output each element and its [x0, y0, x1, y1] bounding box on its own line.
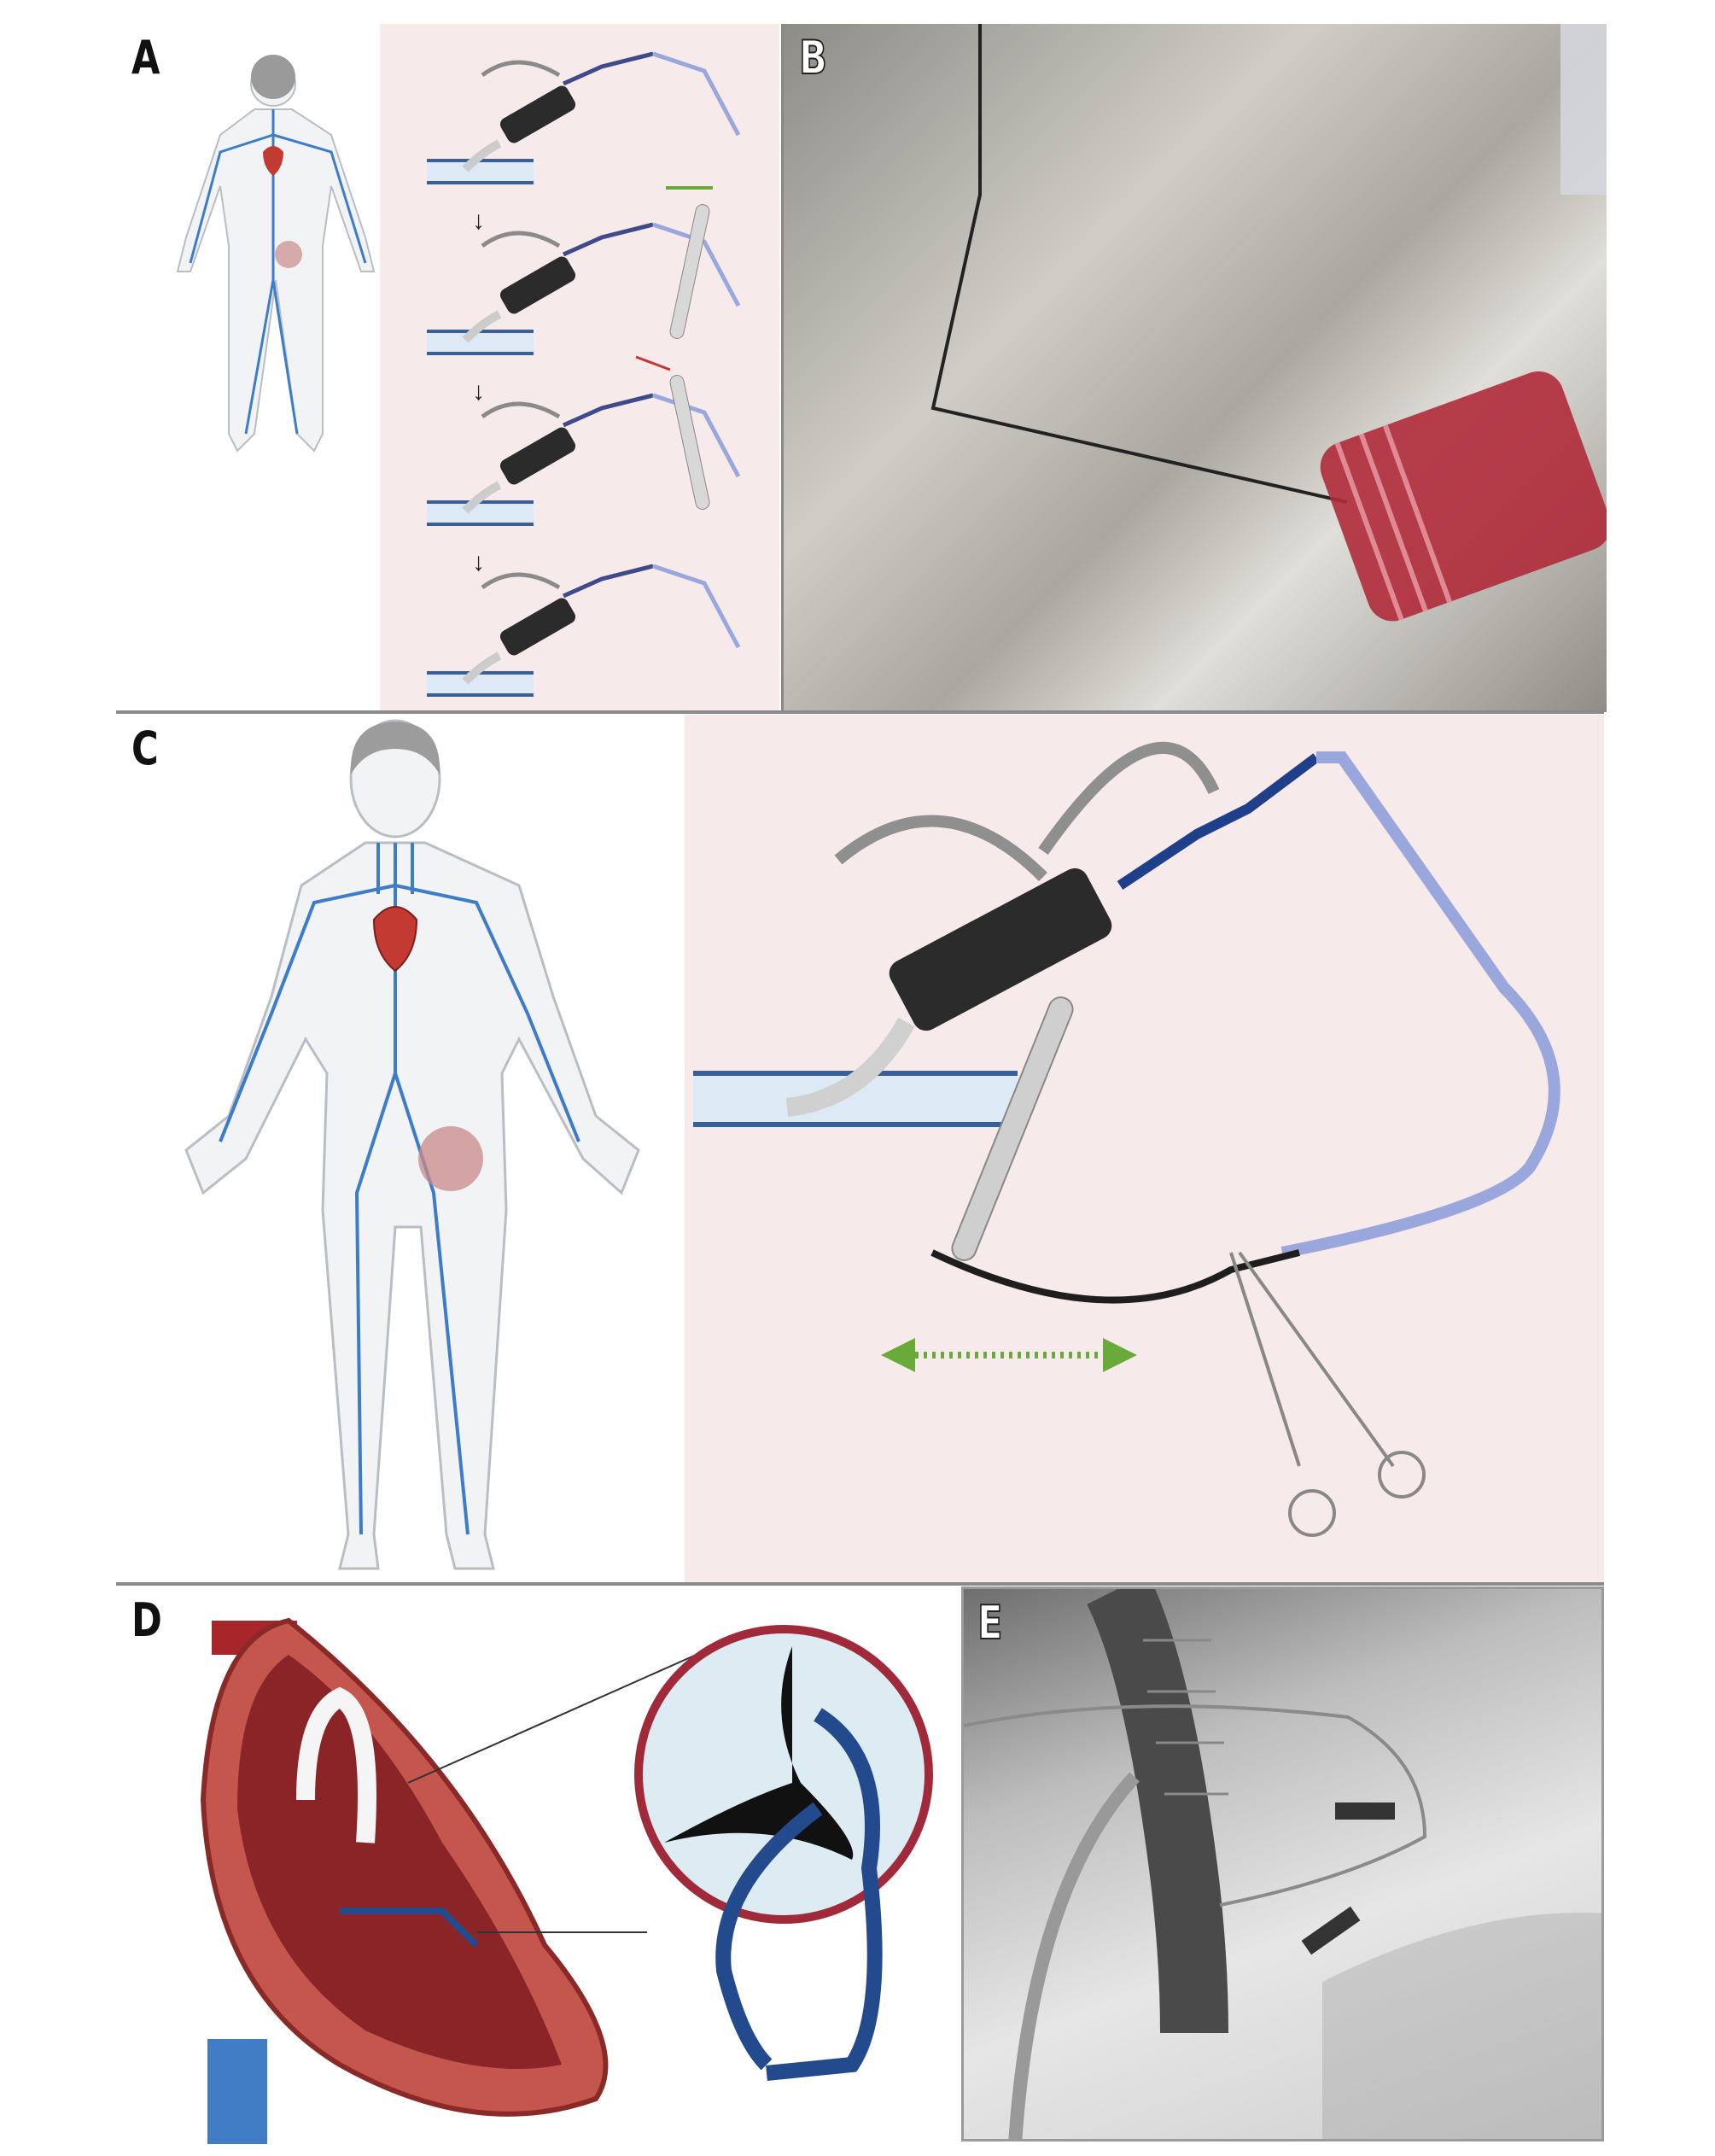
- panel-label-a: A: [131, 31, 160, 85]
- panel-label-b: B: [798, 30, 828, 85]
- fluoroscopy-illustration: [964, 1589, 1601, 2139]
- heart-icon: [372, 906, 418, 973]
- snare-catheter-detail-illustration: [693, 742, 1560, 1537]
- groin-access-site-marker: [275, 241, 302, 268]
- guidewire-photo-illustration: [930, 24, 1607, 622]
- panel-a-body-figure: A: [118, 24, 380, 712]
- separator-line: [116, 1582, 1604, 1586]
- svg-text:↓: ↓: [472, 548, 485, 576]
- clip-device: [1301, 1906, 1361, 1955]
- bidirectional-arrow-icon: [881, 1338, 1137, 1372]
- red-connector-hub: [1320, 371, 1607, 622]
- panel-label-c: C: [131, 722, 159, 775]
- catheter-procedure-steps-illustration: ↓ ↓ ↓: [380, 51, 779, 712]
- hemostat-forceps-icon: [1229, 1251, 1426, 1537]
- heart-cross-section-illustration: [200, 1617, 933, 2144]
- scalpel-icon: [669, 375, 710, 510]
- panel-d-heart-illustration: D: [118, 1586, 961, 2144]
- scalpel-icon: [951, 996, 1074, 1262]
- valve-magnified-inset: [634, 1625, 933, 2081]
- handle-device: [889, 868, 1112, 1031]
- svg-text:↓: ↓: [472, 207, 485, 235]
- panel-label-d: D: [131, 1593, 162, 1647]
- clip-device: [1335, 1803, 1395, 1820]
- panel-b-photo: B: [781, 24, 1607, 712]
- heart-icon: [263, 146, 283, 176]
- svg-text:↓: ↓: [472, 377, 485, 406]
- groin-access-site-marker: [418, 1126, 483, 1191]
- scalpel-icon: [669, 204, 710, 339]
- body-veins-illustration-large: [184, 719, 640, 1570]
- panel-c-device-detail: [685, 715, 1604, 1584]
- panel-label-e: E: [977, 1595, 1003, 1651]
- panel-a-step-sequence: ↓ ↓ ↓: [380, 24, 779, 712]
- separator-line: [116, 710, 1604, 714]
- panel-e-fluoroscopy-image: E: [961, 1586, 1604, 2141]
- pull-arrow-icon: [635, 355, 671, 371]
- body-veins-illustration-small: [176, 55, 376, 453]
- panel-c-body-figure: C: [118, 715, 685, 1584]
